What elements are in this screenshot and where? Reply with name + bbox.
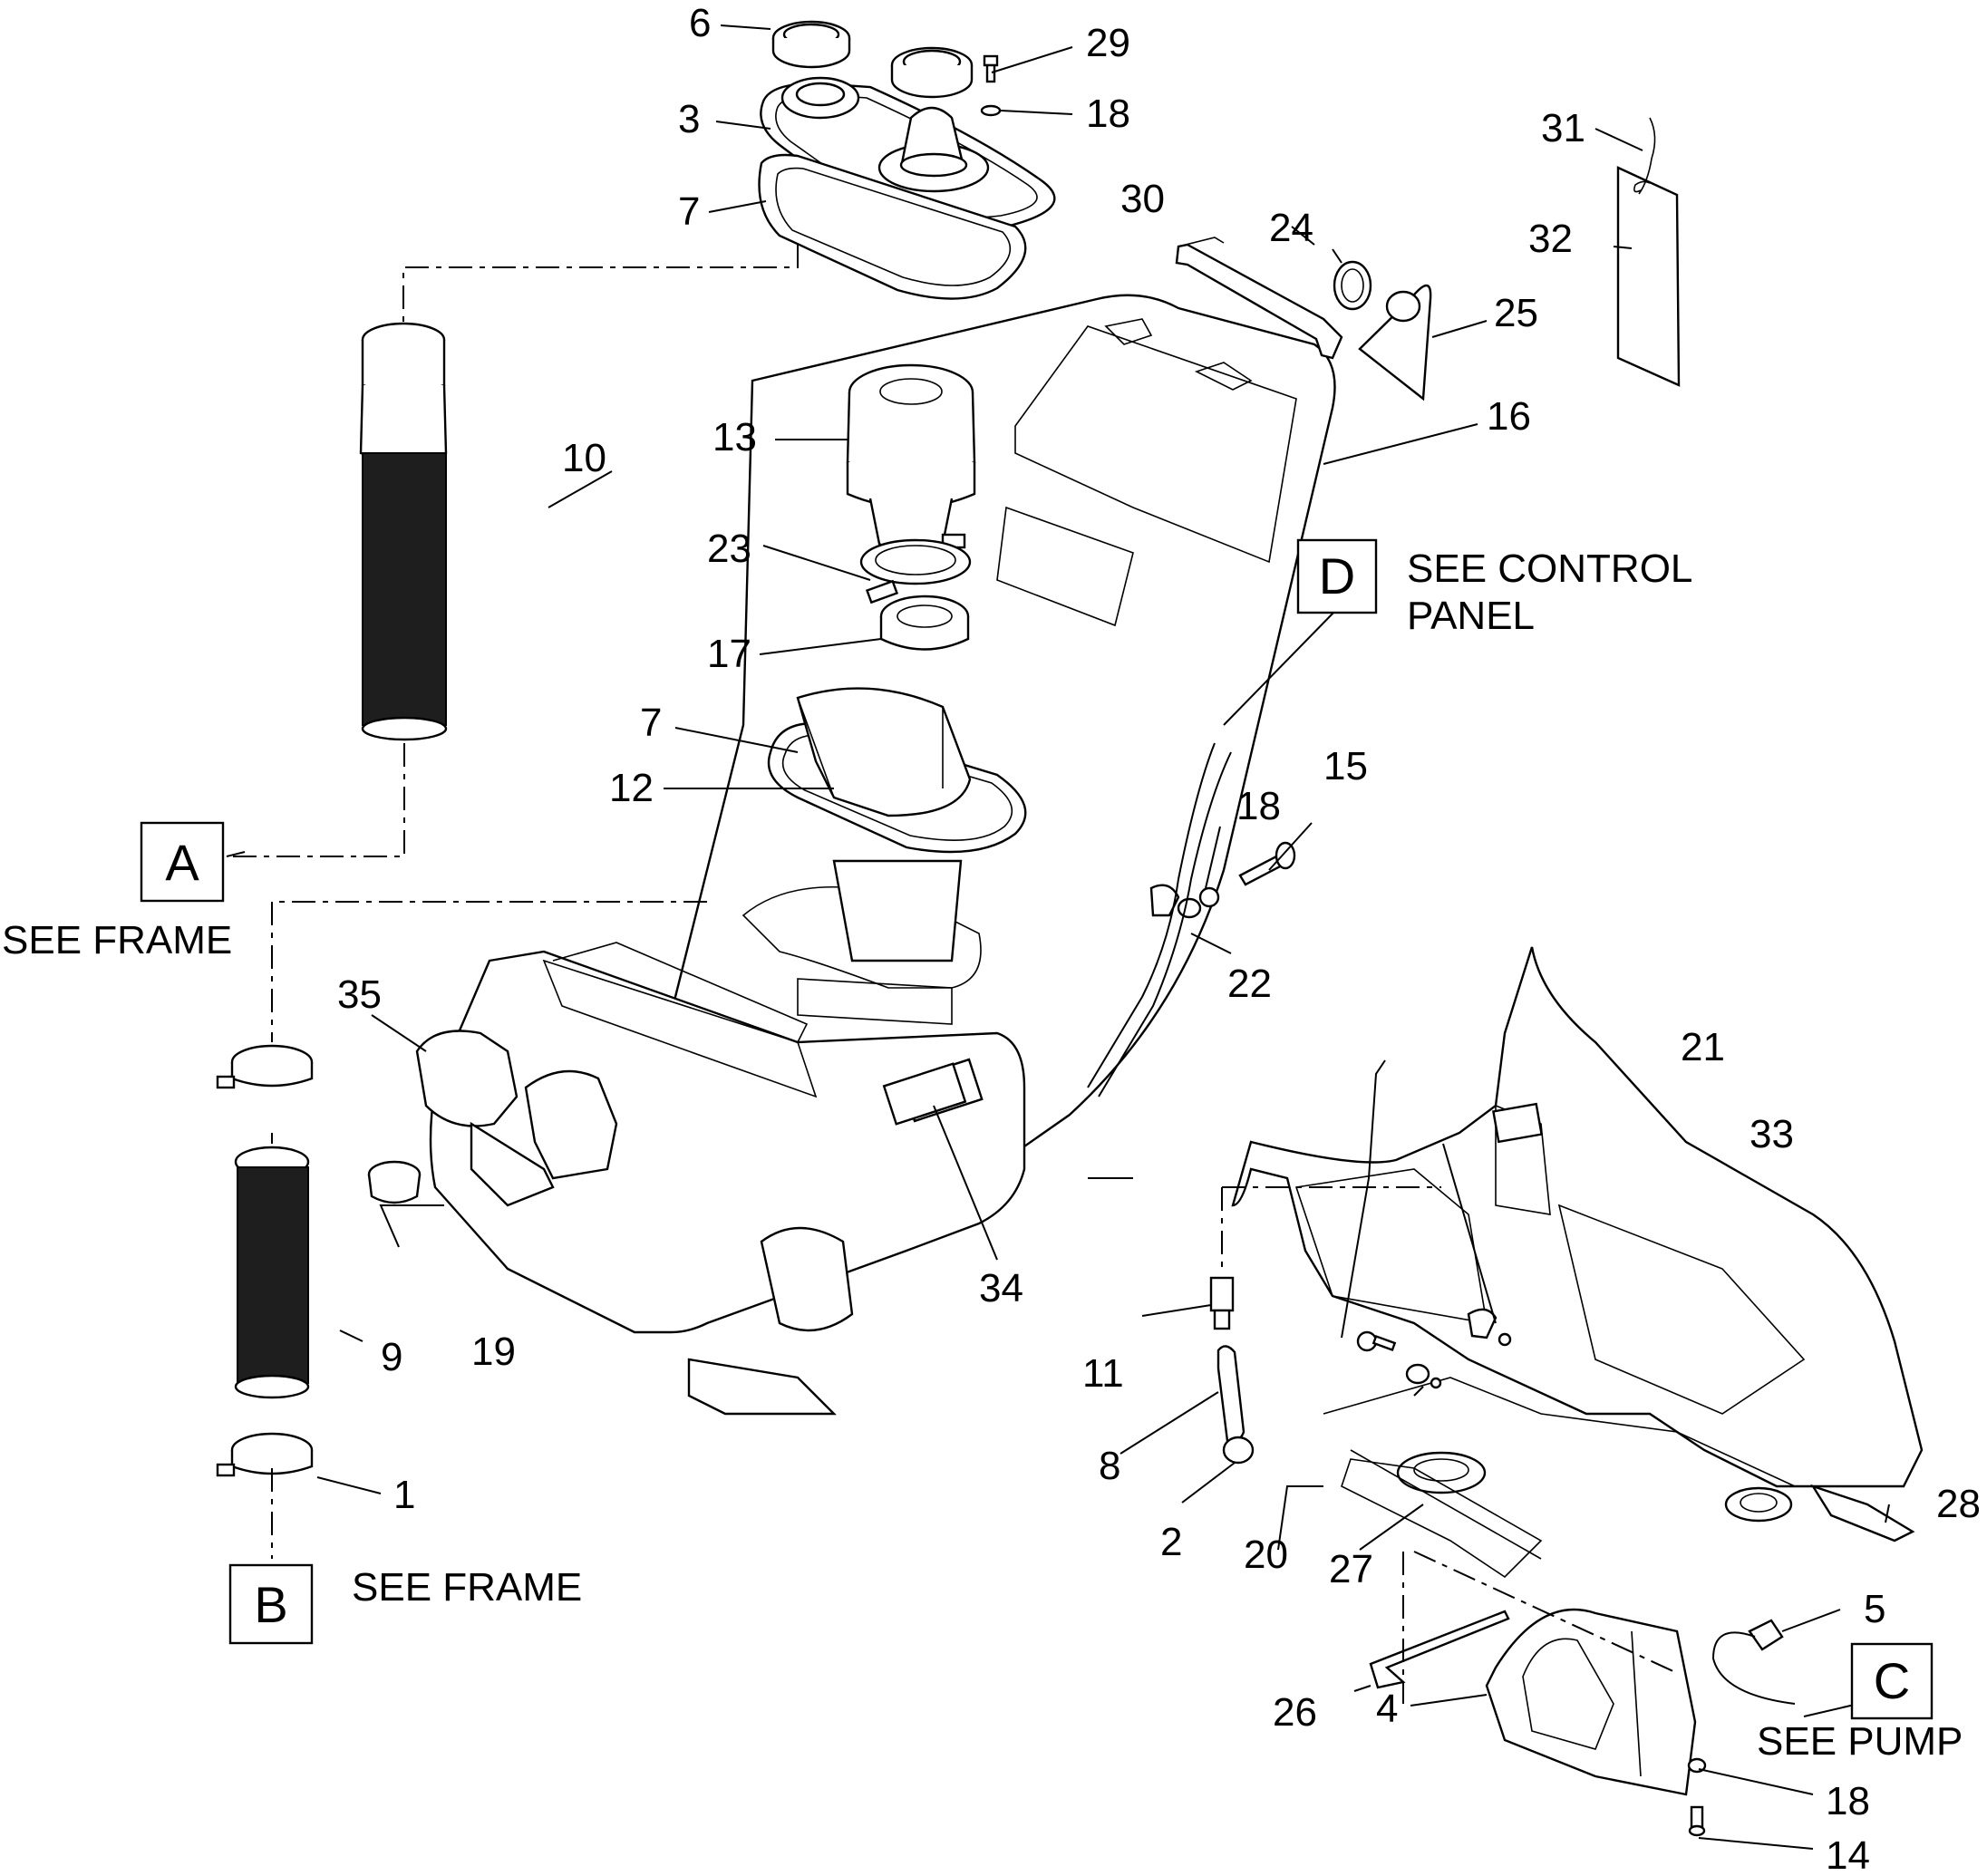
part-15-bolt bbox=[1238, 841, 1296, 886]
label-28: 28 bbox=[1936, 1482, 1981, 1526]
part-17-filter bbox=[879, 595, 970, 651]
part-30-bracket bbox=[1175, 237, 1343, 360]
assembly-lines bbox=[227, 245, 1678, 1704]
part-33-clip bbox=[1467, 1308, 1512, 1347]
label-14: 14 bbox=[1826, 1833, 1870, 1876]
part-22-hose-line bbox=[1087, 742, 1216, 1088]
label-7-upper: 7 bbox=[678, 189, 700, 234]
label-12: 12 bbox=[609, 766, 654, 810]
label-26: 26 bbox=[1273, 1690, 1317, 1735]
part-22-clip bbox=[1149, 884, 1202, 919]
label-25: 25 bbox=[1494, 291, 1538, 335]
ref-letter-b: B bbox=[254, 1576, 287, 1633]
part-27-plate bbox=[1350, 1449, 1542, 1560]
part-28-bracket bbox=[1810, 1484, 1915, 1542]
part-29-screw bbox=[980, 54, 1002, 117]
label-23: 23 bbox=[707, 527, 751, 571]
label-35: 35 bbox=[337, 972, 382, 1017]
part-9-hose bbox=[216, 1044, 314, 1477]
label-10: 10 bbox=[562, 436, 606, 480]
label-3: 3 bbox=[678, 97, 700, 141]
label-7-lower: 7 bbox=[640, 701, 662, 745]
ref-box-a: A bbox=[140, 821, 225, 903]
ref-note-b: SEE FRAME bbox=[352, 1565, 582, 1610]
underside-tank bbox=[1231, 946, 1924, 1579]
part-35-label bbox=[415, 1030, 618, 1207]
label-20: 20 bbox=[1244, 1533, 1288, 1577]
part-21-screw bbox=[1356, 1330, 1397, 1352]
part-11-fitting bbox=[1209, 1276, 1235, 1330]
part-labels: 6 29 3 18 7 31 32 30 24 25 16 10 13 23 1… bbox=[337, 1, 1981, 1876]
label-30: 30 bbox=[1120, 177, 1165, 221]
part-23-bracket bbox=[859, 538, 972, 604]
label-24: 24 bbox=[1269, 206, 1313, 250]
part-10-hose bbox=[359, 322, 448, 741]
part-8-hose bbox=[1216, 1345, 1246, 1443]
label-18-top: 18 bbox=[1086, 92, 1130, 136]
part-3-cover bbox=[760, 76, 1056, 230]
label-31: 31 bbox=[1541, 106, 1585, 150]
part-4-squeegee-housing bbox=[1485, 1608, 1697, 1796]
label-19: 19 bbox=[471, 1330, 516, 1374]
part-24-grommet bbox=[1333, 260, 1372, 311]
label-1: 1 bbox=[393, 1473, 415, 1517]
part-19-cap bbox=[367, 1160, 422, 1204]
part-12-float-cage bbox=[796, 687, 972, 962]
part-22-hose-line-2 bbox=[1098, 751, 1232, 1098]
ref-letter-d: D bbox=[1319, 547, 1355, 604]
label-2: 2 bbox=[1160, 1520, 1182, 1564]
part-26-strap bbox=[1369, 1610, 1510, 1689]
label-4: 4 bbox=[1376, 1687, 1398, 1731]
label-5: 5 bbox=[1864, 1587, 1885, 1631]
label-9: 9 bbox=[381, 1335, 402, 1379]
label-8: 8 bbox=[1099, 1444, 1120, 1488]
label-6: 6 bbox=[689, 1, 711, 45]
part-34-decal bbox=[882, 1062, 967, 1126]
label-18-mid: 18 bbox=[1236, 784, 1281, 828]
ref-note-d-line2: PANEL bbox=[1407, 594, 1535, 638]
label-17: 17 bbox=[707, 632, 751, 676]
part-6-seals bbox=[771, 20, 974, 99]
label-15: 15 bbox=[1323, 744, 1368, 788]
ref-note-d-line1: SEE CONTROL bbox=[1407, 546, 1692, 591]
ref-note-a: SEE FRAME bbox=[2, 918, 232, 962]
label-18-low: 18 bbox=[1826, 1779, 1870, 1823]
label-11: 11 bbox=[1082, 1351, 1124, 1396]
ref-box-c: C bbox=[1850, 1642, 1934, 1720]
part-18-washer-low bbox=[1687, 1757, 1707, 1774]
part-20-washer bbox=[1405, 1363, 1442, 1389]
part-14-screw bbox=[1688, 1805, 1706, 1837]
leader-lines bbox=[226, 24, 1890, 1850]
label-21: 21 bbox=[1681, 1025, 1725, 1069]
part-18-washer-mid bbox=[1198, 886, 1220, 908]
label-27: 27 bbox=[1329, 1547, 1373, 1591]
part-32-tag bbox=[1616, 117, 1681, 387]
label-22: 22 bbox=[1227, 962, 1272, 1006]
ref-letter-c: C bbox=[1874, 1652, 1910, 1709]
label-32: 32 bbox=[1528, 217, 1573, 261]
ref-box-d: D bbox=[1296, 538, 1378, 614]
part-25-grommet bbox=[1358, 284, 1432, 401]
label-29: 29 bbox=[1086, 21, 1130, 65]
part-2-clamp bbox=[1222, 1436, 1255, 1465]
ref-box-b: B bbox=[228, 1563, 314, 1645]
ref-note-c: SEE PUMP bbox=[1757, 1719, 1963, 1764]
ref-letter-a: A bbox=[165, 834, 199, 891]
label-16: 16 bbox=[1487, 394, 1531, 439]
part-7-upper-gasket bbox=[758, 153, 1027, 300]
label-34: 34 bbox=[979, 1266, 1023, 1310]
label-33: 33 bbox=[1750, 1112, 1794, 1156]
label-13: 13 bbox=[712, 415, 757, 459]
part-5-elbow bbox=[1711, 1619, 1796, 1705]
